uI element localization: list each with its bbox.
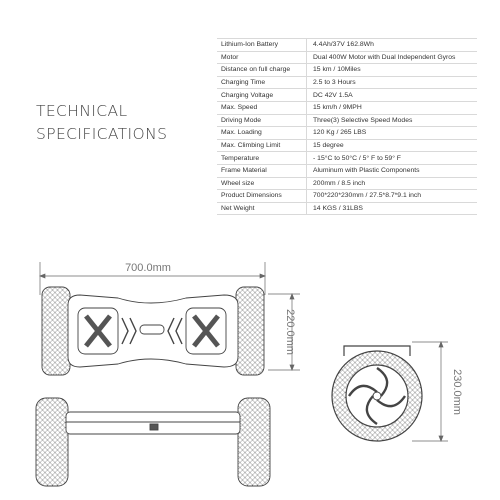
spec-label: Driving Mode	[217, 114, 308, 128]
wheel-height-dimension-label: 230.0mm	[451, 369, 463, 415]
hoverboard-front-view	[35, 397, 271, 487]
spec-value: Aluminum with Plastic Components	[306, 164, 477, 178]
spec-label: Temperature	[217, 151, 308, 165]
length-dimension	[39, 262, 266, 295]
spec-value: 200mm / 8.5 inch	[306, 177, 477, 191]
spec-label: Frame Material	[217, 164, 308, 178]
spec-value: 14 KGS / 31LBS	[306, 202, 477, 216]
spec-label: Net Weight	[217, 202, 308, 216]
heading-line-2: SPECIFICATIONS	[36, 125, 168, 143]
spec-value: 4.4Ah/37V 162.8Wh	[306, 38, 477, 52]
spec-label: Motor	[217, 51, 308, 65]
spec-value: 700*220*230mm / 27.5*8.7*9.1 inch	[306, 189, 477, 203]
section-heading: TECHNICAL SPECIFICATIONS	[36, 100, 206, 146]
spec-label: Distance on full charge	[217, 63, 308, 77]
spec-value: - 15°C to 50°C / 5° F to 59° F	[306, 151, 477, 165]
width-dimension-label: 220.0mm	[284, 309, 296, 355]
spec-value: 15 km / 10Miles	[306, 63, 477, 77]
spec-label: Charging Voltage	[217, 88, 308, 102]
spec-value: 120 Kg / 265 LBS	[306, 126, 477, 140]
spec-label: Lithium-Ion Battery	[217, 38, 308, 52]
spec-value: 15 km/h / 9MPH	[306, 101, 477, 115]
spec-label: Max. Climbing Limit	[217, 139, 308, 153]
spec-label: Max. Loading	[217, 126, 308, 140]
length-dimension-label: 700.0mm	[125, 262, 171, 274]
spec-value: DC 42V 1.5A	[306, 88, 477, 102]
hoverboard-top-view	[41, 286, 265, 376]
heading-line-1: TECHNICAL	[36, 102, 128, 120]
spec-value: Three(3) Selective Speed Modes	[306, 114, 477, 128]
spec-label: Charging Time	[217, 76, 308, 90]
spec-value: 2.5 to 3 Hours	[306, 76, 477, 90]
spec-label: Product Dimensions	[217, 189, 308, 203]
spec-row: Temperature- 15°C to 50°C / 5° F to 59° …	[217, 151, 477, 165]
spec-value: 15 degree	[306, 139, 477, 153]
spec-label: Max. Speed	[217, 101, 308, 115]
wheel-height-dimension	[412, 341, 448, 442]
wheel-side-view	[331, 345, 423, 442]
spec-value: Dual 400W Motor with Dual Independent Gy…	[306, 51, 477, 65]
spec-label: Wheel size	[217, 177, 308, 191]
width-dimension	[268, 293, 300, 371]
